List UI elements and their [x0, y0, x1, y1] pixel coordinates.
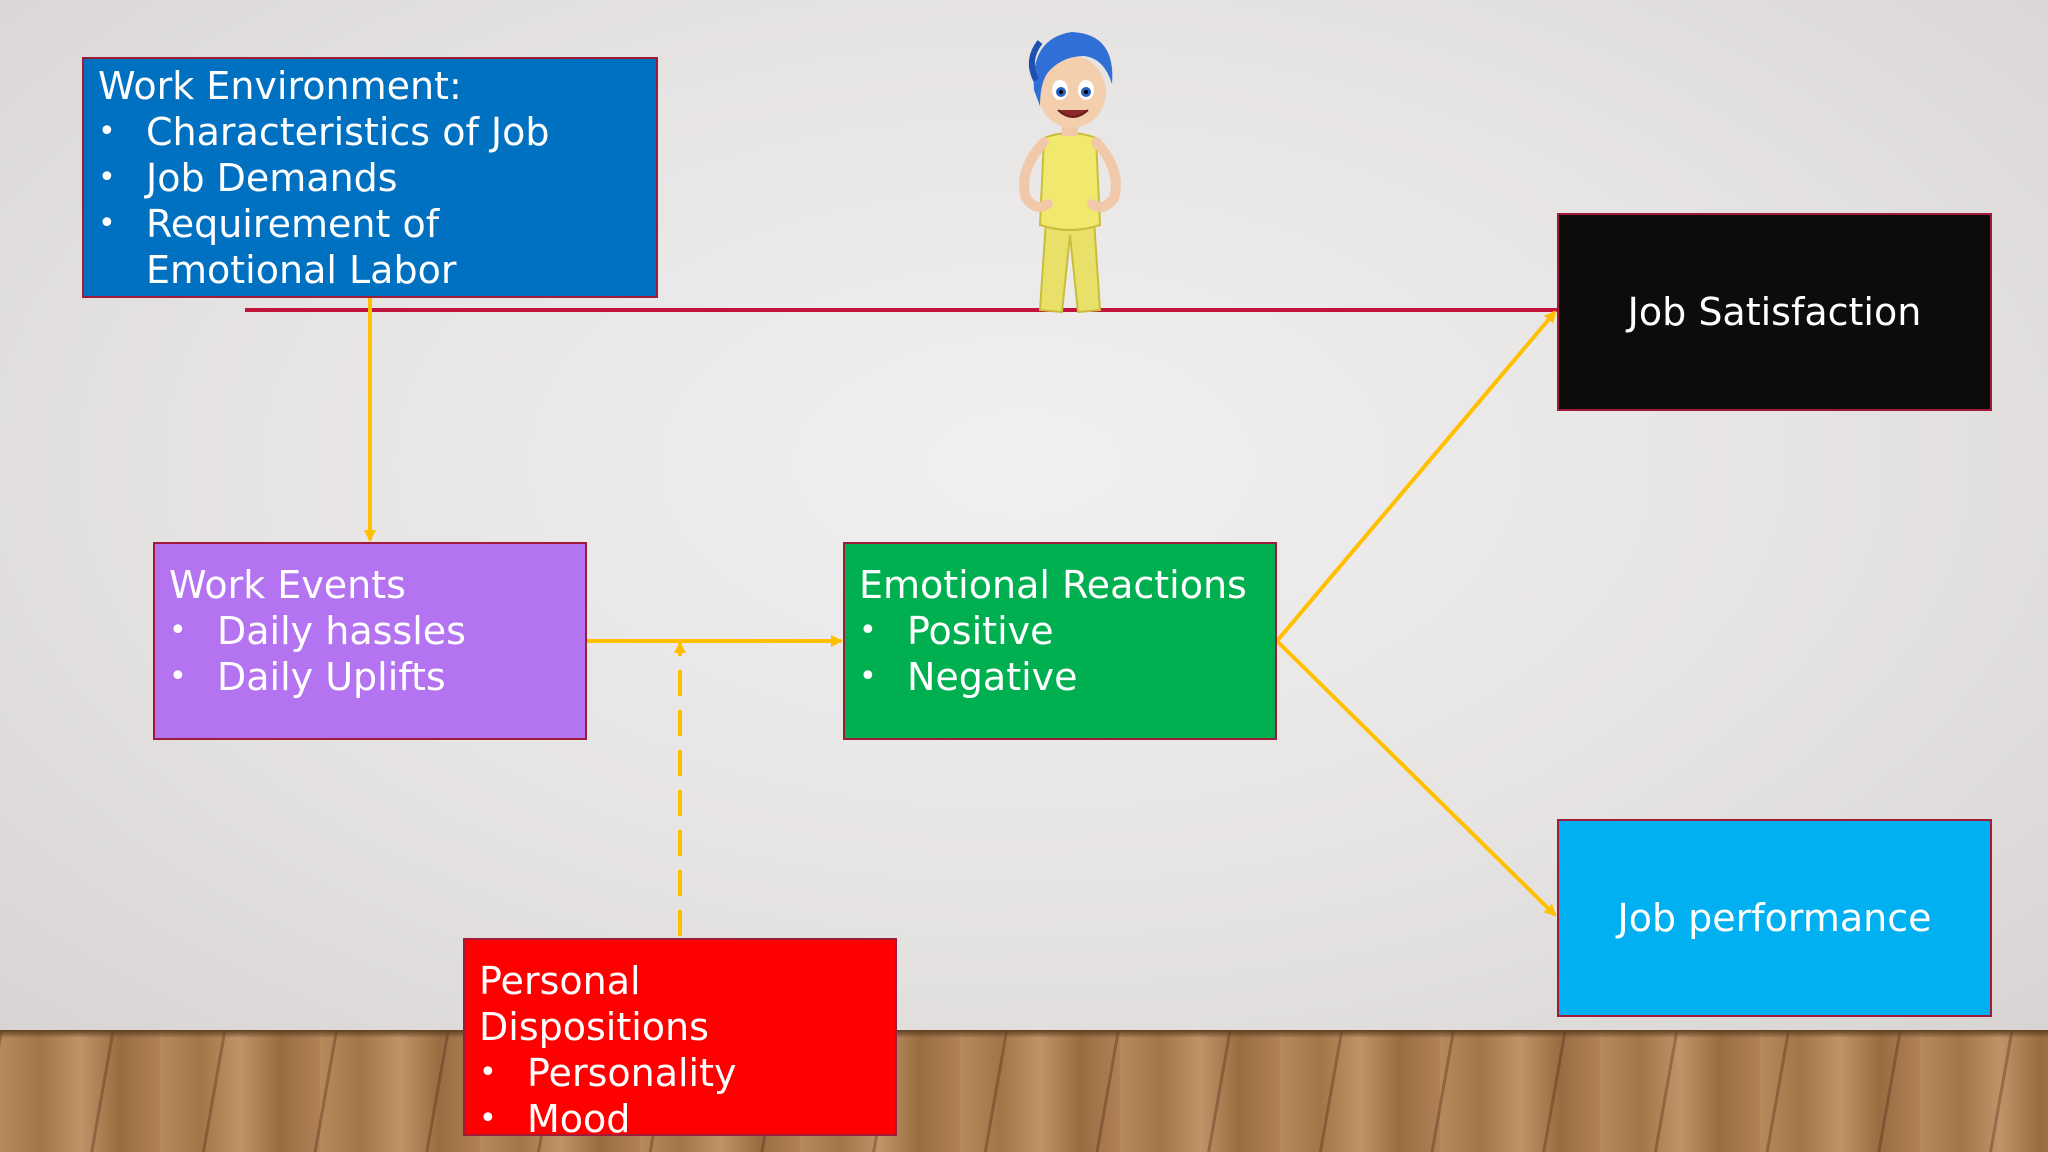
list-item: Daily Uplifts	[169, 654, 571, 700]
wooden-floor	[0, 1030, 2048, 1152]
work-events-title: Work Events	[169, 563, 406, 607]
personal-dispositions-list: Personality Mood	[479, 1050, 881, 1142]
list-item: Requirement of Emotional Labor	[98, 201, 642, 293]
list-item: Positive	[859, 608, 1261, 654]
work-environment-title: Work Environment:	[98, 64, 462, 108]
work-events-list: Daily hassles Daily Uplifts	[169, 608, 571, 700]
joy-cartoon-figure-icon	[1019, 32, 1121, 314]
job-satisfaction-box: Job Satisfaction	[1557, 213, 1992, 411]
emotions-to-performance-arrow	[1275, 639, 1557, 917]
list-item: Mood	[479, 1096, 881, 1142]
personal-dispositions-title: Personal Dispositions	[479, 959, 709, 1049]
job-satisfaction-title: Job Satisfaction	[1627, 290, 1922, 334]
work-events-box: Work Events Daily hassles Daily Uplifts	[153, 542, 587, 740]
emotional-reactions-list: Positive Negative	[859, 608, 1261, 700]
job-performance-box: Job performance	[1557, 819, 1992, 1017]
list-item: Daily hassles	[169, 608, 571, 654]
emotional-reactions-box: Emotional Reactions Positive Negative	[843, 542, 1277, 740]
list-item: Personality	[479, 1050, 881, 1096]
personal-dispositions-box: Personal Dispositions Personality Mood	[463, 938, 897, 1142]
list-item: Negative	[859, 654, 1261, 700]
list-item: Job Demands	[98, 155, 642, 201]
work-environment-list: Characteristics of Job Job Demands Requi…	[98, 109, 642, 293]
work-environment-box: Work Environment: Characteristics of Job…	[82, 57, 658, 298]
emotions-to-satisfaction-arrow	[1275, 310, 1557, 643]
emotional-reactions-title: Emotional Reactions	[859, 563, 1247, 607]
job-performance-title: Job performance	[1617, 896, 1932, 940]
list-item: Characteristics of Job	[98, 109, 642, 155]
